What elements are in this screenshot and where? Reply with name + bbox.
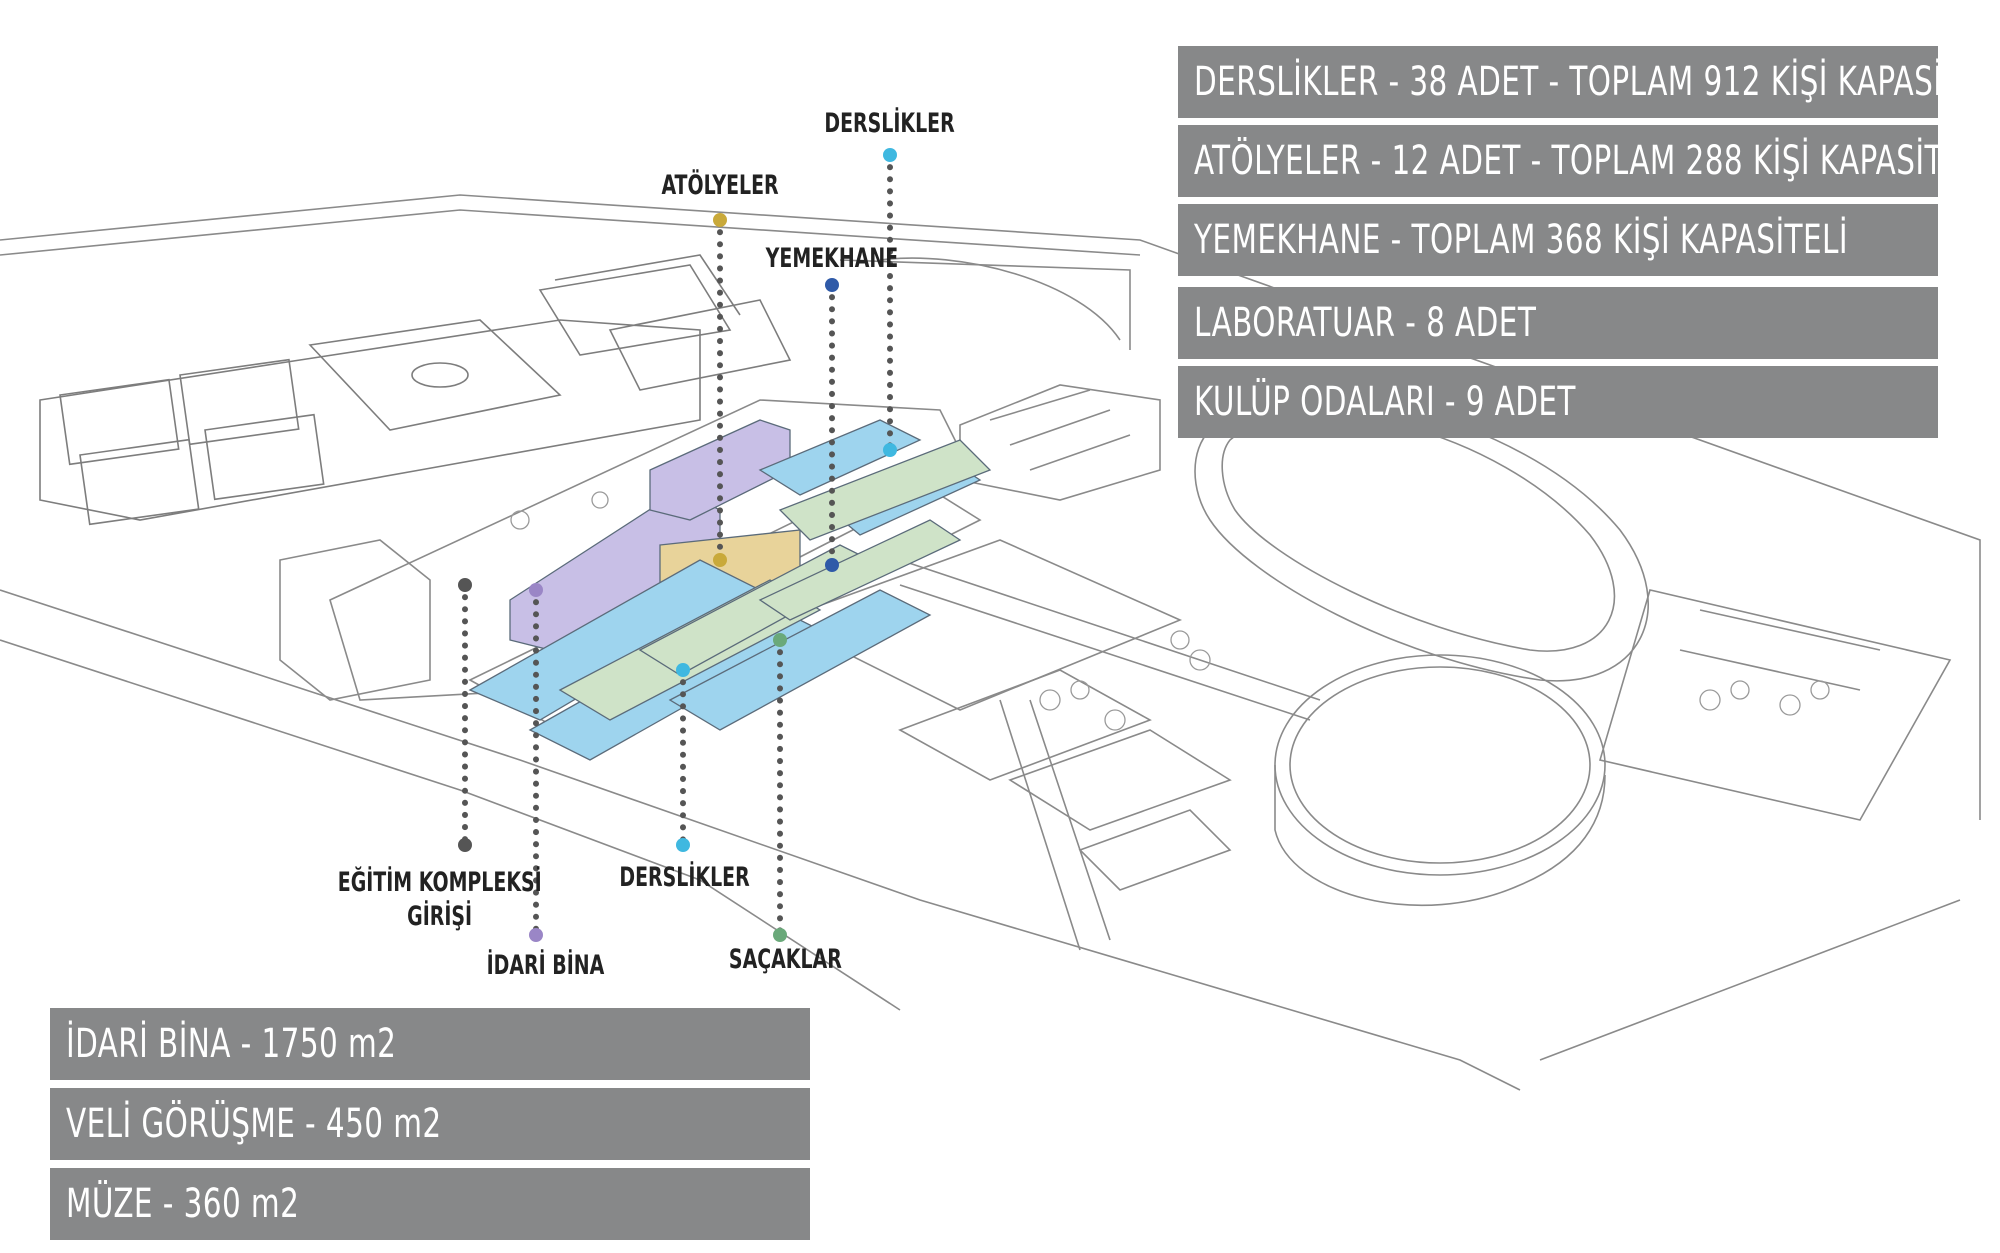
label-atolyeler: ATÖLYELER <box>661 170 779 201</box>
label-sacaklar: SAÇAKLAR <box>728 944 842 975</box>
legend-idari-bina: İDARİ BİNA - 1750 m2 <box>50 1008 810 1080</box>
legend-laboratuar: LABORATUAR - 8 ADET <box>1178 287 1938 359</box>
label-egitim-kompleksi-girisi: EĞİTİM KOMPLEKSİ GİRİŞİ <box>300 866 580 934</box>
legend-atolyeler: ATÖLYELER - 12 ADET - TOPLAM 288 KİŞİ KA… <box>1178 125 1938 197</box>
label-egitim-line1: EĞİTİM KOMPLEKSİ <box>338 867 542 898</box>
legend-veli-gorusme: VELİ GÖRÜŞME - 450 m2 <box>50 1088 810 1160</box>
legend-muze: MÜZE - 360 m2 <box>50 1168 810 1240</box>
legend-kulup-odalari: KULÜP ODALARI - 9 ADET <box>1178 366 1938 438</box>
label-idari-bina: İDARİ BİNA <box>486 950 604 981</box>
legend-derslikler: DERSLİKLER - 38 ADET - TOPLAM 912 KİŞİ K… <box>1178 46 1938 118</box>
label-derslikler-top: DERSLİKLER <box>824 108 956 139</box>
label-derslikler-bottom: DERSLİKLER <box>619 862 751 893</box>
label-egitim-line2: GİRİŞİ <box>407 901 473 932</box>
legend-yemekhane: YEMEKHANE - TOPLAM 368 KİŞİ KAPASİTELİ <box>1178 204 1938 276</box>
label-yemekhane: YEMEKHANE <box>765 243 899 274</box>
